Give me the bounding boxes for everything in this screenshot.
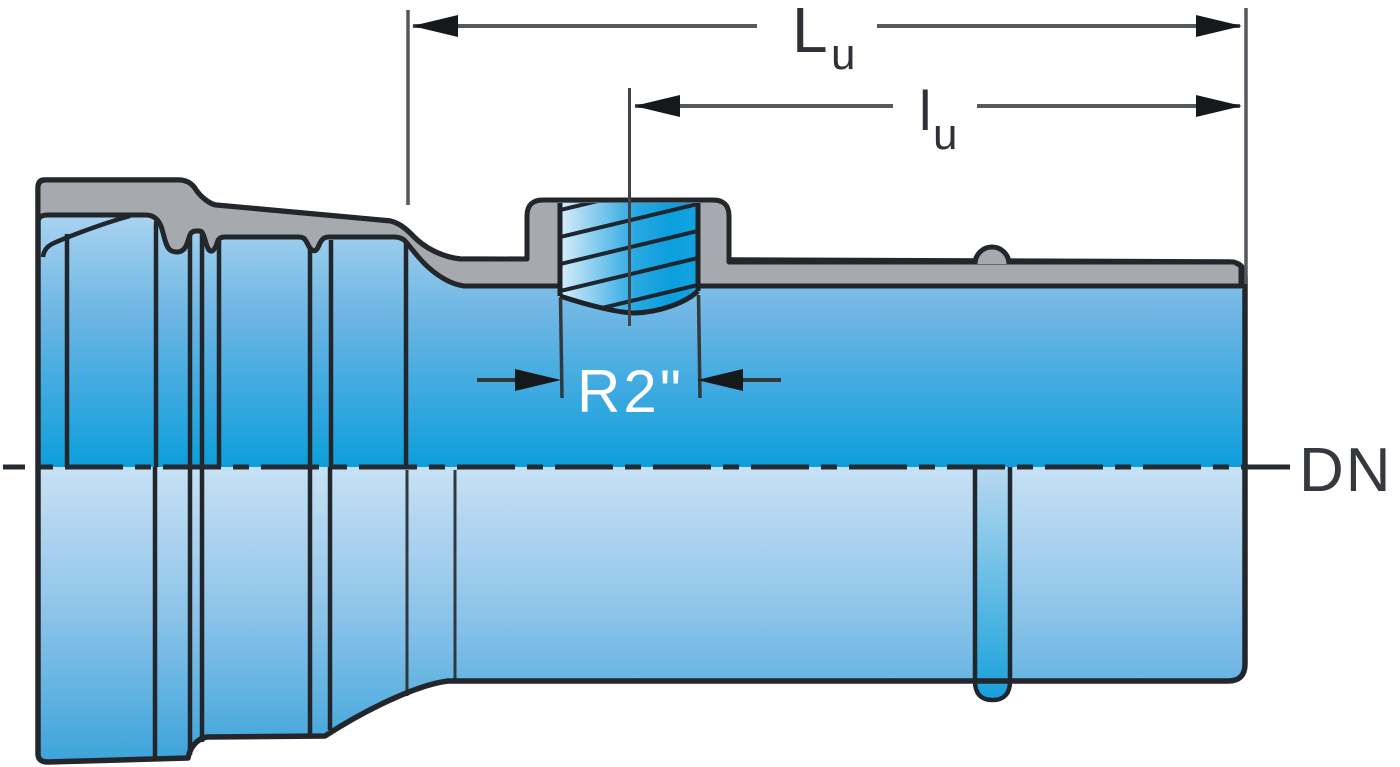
top-lug-bump bbox=[972, 244, 1012, 265]
R2-extension-left bbox=[558, 297, 564, 399]
DN-label: DN bbox=[1299, 436, 1393, 505]
bottom-boss-hole-outline bbox=[972, 467, 1013, 703]
socket-chamfer-line bbox=[40, 213, 131, 258]
lu-arrow-left bbox=[634, 95, 680, 117]
dimension-R2: R2" bbox=[477, 294, 781, 425]
dimension-Lu: Lu bbox=[406, 0, 1248, 284]
socket-lower-lines bbox=[152, 467, 333, 758]
Lu-arrow-right bbox=[1196, 15, 1242, 37]
R2-label: R2" bbox=[577, 358, 684, 425]
lu-label: lu bbox=[919, 79, 957, 159]
barrel-lower-thin-lines bbox=[405, 470, 457, 696]
lu-arrow-right bbox=[1196, 95, 1242, 117]
thread-hole-outline bbox=[557, 203, 701, 316]
R2-arrow-left bbox=[515, 369, 561, 391]
pipe-body-top-fill bbox=[38, 180, 1245, 467]
R2-arrow-right bbox=[697, 369, 743, 391]
bottom-boss-hole bbox=[975, 467, 1010, 700]
R2-extension-right bbox=[696, 294, 702, 399]
Lu-arrow-left bbox=[412, 15, 458, 37]
dimension-lu: lu bbox=[634, 79, 1242, 159]
Lu-label: Lu bbox=[792, 0, 855, 79]
